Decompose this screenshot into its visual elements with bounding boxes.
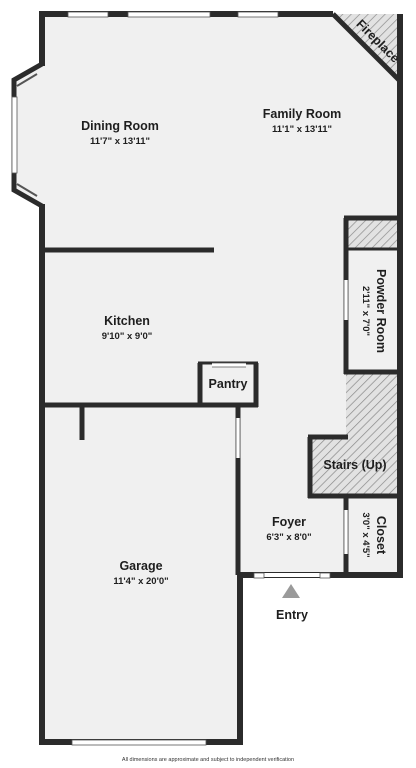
entry-arrow-icon [282,584,300,598]
garage-dimensions: 11'4" x 20'0" [113,576,168,587]
entry-label: Entry [276,608,308,622]
family-room-dimensions: 11'1" x 13'11" [272,124,332,135]
powder-room-label: Powder Room [374,269,388,353]
closet-dimensions: 3'0" x 4'5" [360,512,371,557]
closet-label: Closet [374,516,388,555]
dining-room-dimensions: 11'7" x 13'11" [90,136,150,147]
stairs-hatch [310,374,400,496]
kitchen-label: Kitchen [104,314,150,328]
powder-room-dimensions: 2'11" x 7'0" [360,286,371,336]
garage-label: Garage [119,559,162,573]
windows [11,11,331,746]
door-frames [212,280,349,554]
foyer-dimensions: 6'3" x 8'0" [266,532,311,543]
foyer-label: Foyer [272,515,306,529]
kitchen-dimensions: 9'10" x 9'0" [102,331,153,342]
pantry-label: Pantry [209,377,248,391]
door-openings [212,280,348,577]
stairs-label: Stairs (Up) [323,458,386,472]
family-room-label: Family Room [263,107,342,121]
powder-room-hatch [346,219,400,249]
floor-area [14,14,400,742]
dining-room-label: Dining Room [81,119,159,133]
disclaimer-note: All dimensions are approximate and subje… [121,757,295,763]
